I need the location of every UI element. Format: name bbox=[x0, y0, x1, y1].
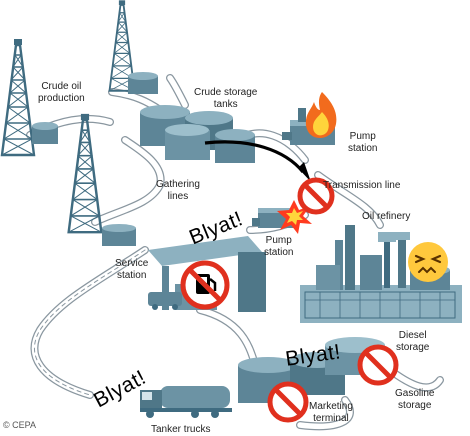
label-crude-storage-tanks: Crude storage tanks bbox=[194, 87, 258, 110]
no-entry-icon-service bbox=[180, 260, 230, 310]
oil-rig-left bbox=[0, 37, 36, 157]
confounded-face-icon bbox=[408, 242, 448, 282]
wellhead-tanks bbox=[32, 72, 158, 246]
label-transmission-line: Transmission line bbox=[323, 180, 401, 191]
tanker-truck-graphic bbox=[140, 386, 232, 418]
label-gasoline-storage: Gasoline storage bbox=[395, 388, 435, 411]
fire-icon bbox=[305, 92, 337, 138]
label-marketing-terminal: Marketing terminal bbox=[309, 401, 353, 424]
label-pump-station-mid: Pump station bbox=[264, 235, 294, 258]
no-entry-icon-diesel bbox=[357, 344, 399, 386]
label-pump-station-top: Pump station bbox=[348, 131, 378, 154]
label-gathering-lines: Gathering lines bbox=[156, 179, 200, 202]
oil-rig-center bbox=[67, 112, 103, 234]
label-diesel-storage: Diesel storage bbox=[396, 330, 430, 353]
transmission-arrow bbox=[204, 140, 311, 182]
no-entry-icon-terminal bbox=[267, 381, 309, 423]
label-crude-oil-production: Crude oil production bbox=[38, 81, 85, 104]
crude-storage-tanks-graphic bbox=[140, 105, 255, 163]
label-service-station: Service station bbox=[115, 258, 149, 281]
label-tanker-trucks: Tanker trucks bbox=[151, 424, 211, 435]
no-entry-icon-transmission bbox=[297, 177, 335, 215]
label-oil-refinery: Oil refinery bbox=[362, 211, 411, 222]
copyright: © CEPA bbox=[3, 420, 36, 430]
